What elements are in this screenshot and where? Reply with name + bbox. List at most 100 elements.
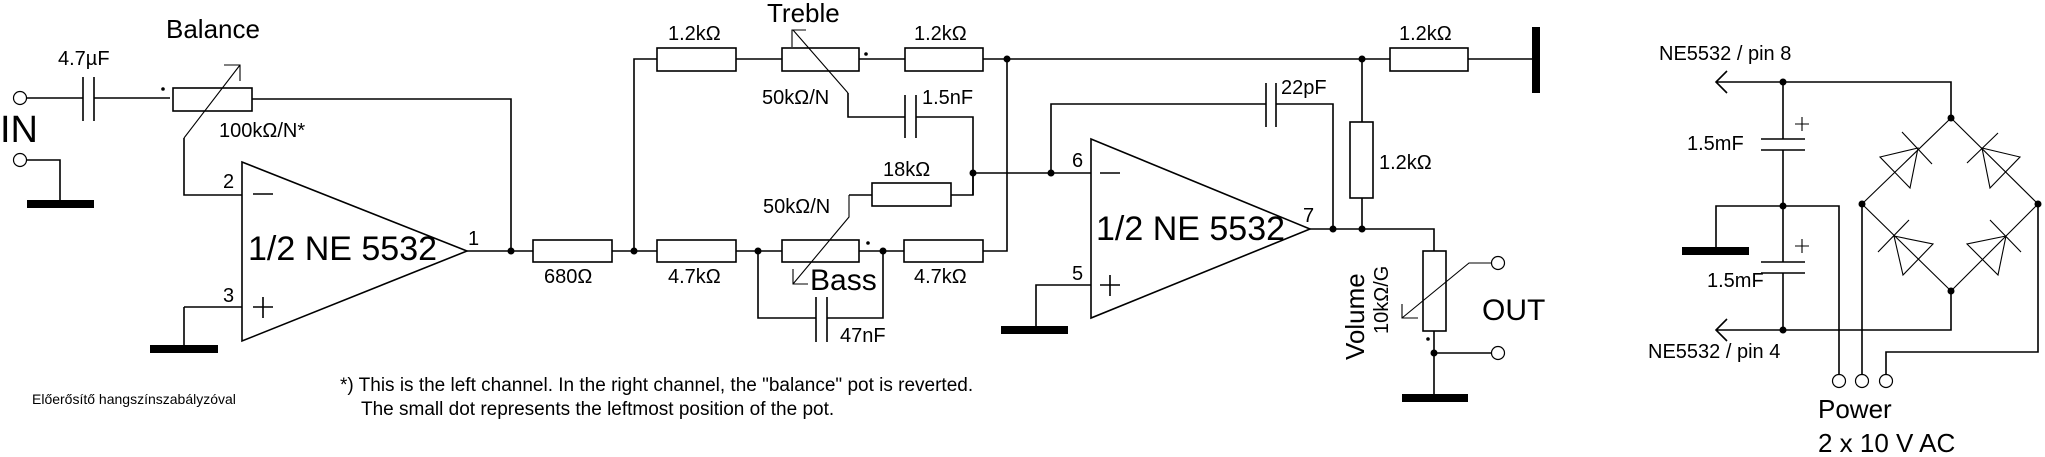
wire [983, 59, 1008, 252]
opamp-2-plus-sign [1100, 275, 1120, 296]
treble-capacitor [904, 95, 917, 138]
pot-position-dot [866, 241, 870, 245]
ground-rail [1715, 205, 1840, 374]
diode-icon [1877, 219, 1935, 277]
ac-wire-2 [1885, 204, 2039, 374]
resistor-680-value: 680Ω [544, 266, 592, 288]
output-terminal-ground[interactable] [1490, 345, 1506, 361]
diode-icon [1878, 131, 1933, 190]
resistor-1k2-top-value: 1.2kΩ [1399, 23, 1452, 45]
pot-position-dot [161, 87, 165, 91]
junction-dot [1779, 326, 1787, 334]
wire [951, 173, 974, 196]
opamp-2: 22pF 1/2 NE 5532 6 5 7 1.2kΩ 1.2kΩ [973, 23, 1540, 334]
ground-symbol [1682, 247, 1749, 255]
opamp-2-output-wire [1310, 228, 1435, 251]
opamp-2-pin-5: 5 [1072, 263, 1083, 285]
pin8-rail [1714, 70, 1952, 118]
balance-pot-body[interactable] [172, 87, 253, 112]
opamp-1-pin-1: 1 [468, 228, 479, 250]
power-terminal-ac1[interactable] [1854, 373, 1870, 389]
treble-network: Treble 1.2kΩ 50kΩ/N 1.2kΩ 1.5nF [656, 0, 1390, 195]
ground-symbol [1532, 27, 1540, 93]
power-spec: 2 x 10 V AC [1818, 428, 1955, 457]
pin4-label: NE5532 / pin 4 [1648, 341, 1780, 363]
junction-dot [1329, 225, 1337, 233]
treble-pot-value: 50kΩ/N [762, 87, 829, 109]
bass-resistor-left [656, 239, 737, 263]
power-label: Power [1818, 394, 1892, 424]
bass-r-right-value: 4.7kΩ [914, 266, 967, 288]
output-terminal-signal[interactable] [1490, 255, 1506, 271]
polarity-plus [1795, 117, 1809, 131]
bridge-rectifier [1858, 114, 2042, 295]
input-label: IN [0, 109, 38, 151]
volume-label: Volume [1340, 273, 1370, 360]
pin8-label: NE5532 / pin 8 [1659, 43, 1791, 65]
footnote-line-2: The small dot represents the leftmost po… [361, 399, 834, 420]
opamp-1-pin-3: 3 [223, 285, 234, 307]
resistor-18k [871, 182, 952, 207]
capacitor-bottom [1761, 261, 1805, 274]
bass-network: 4.7kΩ Bass 50kΩ/N 18kΩ 4.7kΩ 47nF [656, 59, 1008, 347]
opamp-1-plus-sign [253, 297, 273, 318]
feedback-wire [252, 98, 512, 251]
treble-cap-value: 1.5nF [922, 87, 973, 109]
opamp-2-label: 1/2 NE 5532 [1096, 210, 1285, 248]
input-terminal-signal[interactable] [12, 90, 28, 106]
input-ground-wire [27, 159, 61, 202]
ground-symbol [1402, 394, 1468, 402]
cap-bottom-value: 1.5mF [1707, 270, 1764, 292]
junction-dot [1358, 55, 1366, 63]
opamp-1: 1/2 NE 5532 2 3 1 [150, 160, 533, 353]
input-terminal-ground[interactable] [12, 152, 28, 168]
resistor-18k-value: 18kΩ [883, 159, 930, 181]
bass-capacitor [815, 297, 828, 342]
bridge-outline [1861, 117, 2039, 292]
junction-dot [507, 247, 515, 255]
bass-cap-loop [757, 251, 884, 319]
balance-wiper-wire [183, 138, 242, 196]
bass-pot-wiper-arrow [792, 195, 850, 285]
treble-pot-body[interactable] [781, 47, 860, 72]
junction-dot [1430, 349, 1438, 357]
resistor-680 [532, 239, 613, 263]
balance-pot-wiper-arrow [183, 64, 241, 139]
resistor-1k2-vertical [1349, 121, 1374, 199]
pin4-rail [1714, 291, 1952, 342]
volume-section: Volume 10kΩ/G OUT [1340, 250, 1545, 402]
volume-pot-value: 10kΩ/G [1371, 266, 1393, 334]
treble-wiper-wire [847, 93, 974, 195]
cap-top-value: 1.5mF [1687, 133, 1744, 155]
volume-ground-wire [1433, 331, 1491, 398]
input-cap-value: 4.7µF [58, 48, 110, 70]
opamp-2-noninv-wire [1035, 284, 1091, 330]
balance-pot: Balance 100kΩ/N* [161, 14, 512, 251]
junction-dot [1947, 287, 1955, 295]
power-terminal-ground[interactable] [1831, 373, 1847, 389]
treble-resistor-right [904, 47, 984, 72]
opamp-1-noninv-wire [183, 306, 242, 345]
bass-r-left-value: 4.7kΩ [668, 266, 721, 288]
power-terminal-ac2[interactable] [1878, 373, 1894, 389]
wire-to-treble [633, 58, 657, 251]
bass-cap-value: 47nF [840, 325, 886, 347]
treble-pot-wiper-arrow [791, 29, 849, 94]
resistor-1k2-vertical-value: 1.2kΩ [1379, 152, 1432, 174]
pot-position-dot [1426, 337, 1430, 341]
ground-symbol [150, 345, 218, 353]
opamp-1-label: 1/2 NE 5532 [248, 230, 437, 268]
balance-pot-value: 100kΩ/N* [219, 120, 305, 142]
opamp-1-pin-2: 2 [223, 171, 234, 193]
junction-dot [1947, 114, 1955, 122]
diode-icon [1965, 219, 2022, 277]
treble-r-right-value: 1.2kΩ [914, 23, 967, 45]
polarity-plus [1795, 239, 1809, 253]
feedback-cap-value: 22pF [1281, 77, 1327, 99]
bass-label: Bass [810, 264, 877, 297]
opamp-2-pin-6: 6 [1072, 150, 1083, 172]
opamp-1-triangle [241, 160, 470, 343]
bass-pot-value: 50kΩ/N [763, 196, 830, 218]
input-section: IN 4.7µF [0, 48, 170, 208]
